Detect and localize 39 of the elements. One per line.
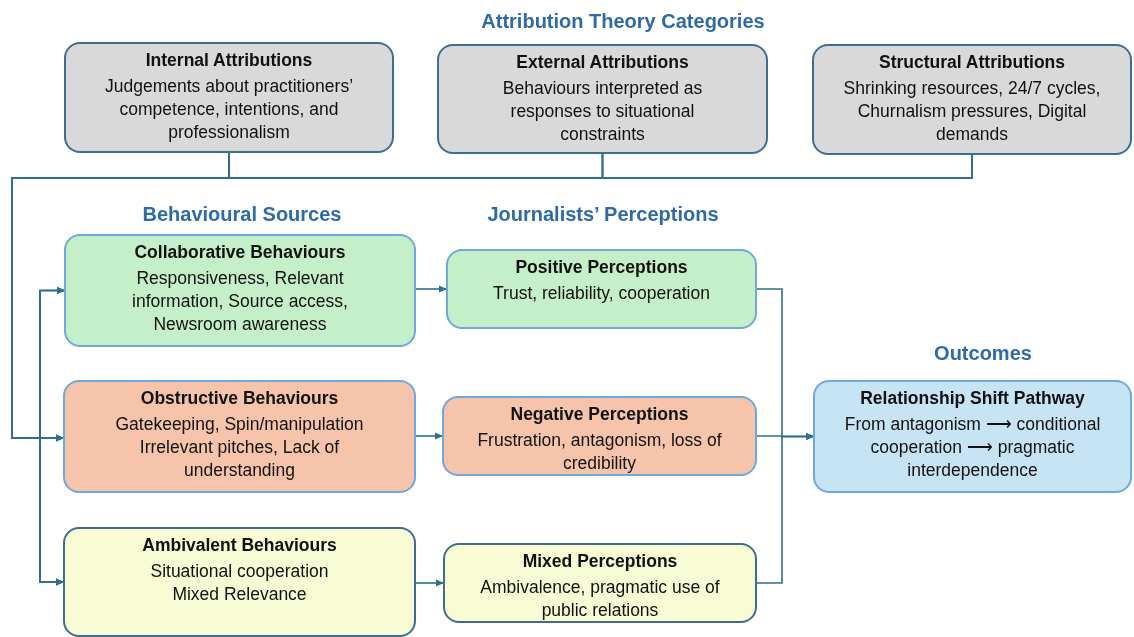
box-heading: Structural Attributions xyxy=(879,52,1065,73)
box-heading: Collaborative Behaviours xyxy=(134,242,346,263)
category-box xyxy=(442,396,757,476)
box-heading: Mixed Perceptions xyxy=(522,551,678,572)
box-heading: Obstructive Behaviours xyxy=(140,388,339,409)
category-box xyxy=(812,44,1132,155)
box-description: Judgements about practitioners’ competence, intentions, and professionalism xyxy=(103,75,355,144)
connector-arrow xyxy=(11,154,973,586)
box-description: Trust, reliability, cooperation xyxy=(493,282,710,305)
category-box xyxy=(443,543,757,623)
box-heading: Ambivalent Behaviours xyxy=(142,535,337,556)
box-heading: External Attributions xyxy=(516,52,689,73)
box-description: Ambivalence, pragmatic use of public relations xyxy=(479,576,721,622)
category-box xyxy=(64,42,394,153)
column-heading: Outcomes xyxy=(934,342,1032,365)
column-heading: Behavioural Sources xyxy=(142,203,342,226)
box-description: Gatekeeping, Spin/manipulation Irrelevant pitches, Lack of understanding xyxy=(114,413,365,482)
category-box xyxy=(813,380,1132,493)
box-description: Frustration, antagonism, loss of credibility xyxy=(476,429,723,475)
connector-arrow xyxy=(415,579,444,587)
box-description: Shrinking resources, 24/7 cycles, Churnalism pressures, Digital demands xyxy=(842,77,1102,146)
box-heading: Positive Perceptions xyxy=(515,257,688,278)
column-heading: Journalists’ Perceptions xyxy=(487,203,719,226)
diagram-title: Attribution Theory Categories xyxy=(481,10,765,33)
category-box xyxy=(64,234,416,347)
box-heading: Negative Perceptions xyxy=(510,404,689,425)
box-description: Responsiveness, Relevant information, Source access, Newsroom awareness xyxy=(131,267,349,336)
category-box xyxy=(63,380,416,493)
connector-arrow xyxy=(756,433,814,584)
category-box xyxy=(446,249,757,329)
category-box xyxy=(63,527,416,637)
box-heading: Relationship Shift Pathway xyxy=(860,388,1085,409)
box-heading: Internal Attributions xyxy=(145,50,313,71)
connector-arrow xyxy=(415,432,443,440)
box-description: From antagonism ⟶ conditional cooperation ⟶ pragmatic interdependence xyxy=(843,413,1102,482)
box-description: Situational cooperation Mixed Relevance xyxy=(149,560,330,606)
connector-arrow xyxy=(415,285,447,293)
box-description: Behaviours interpreted as responses to situational constraints xyxy=(501,77,704,146)
category-box xyxy=(437,44,768,154)
